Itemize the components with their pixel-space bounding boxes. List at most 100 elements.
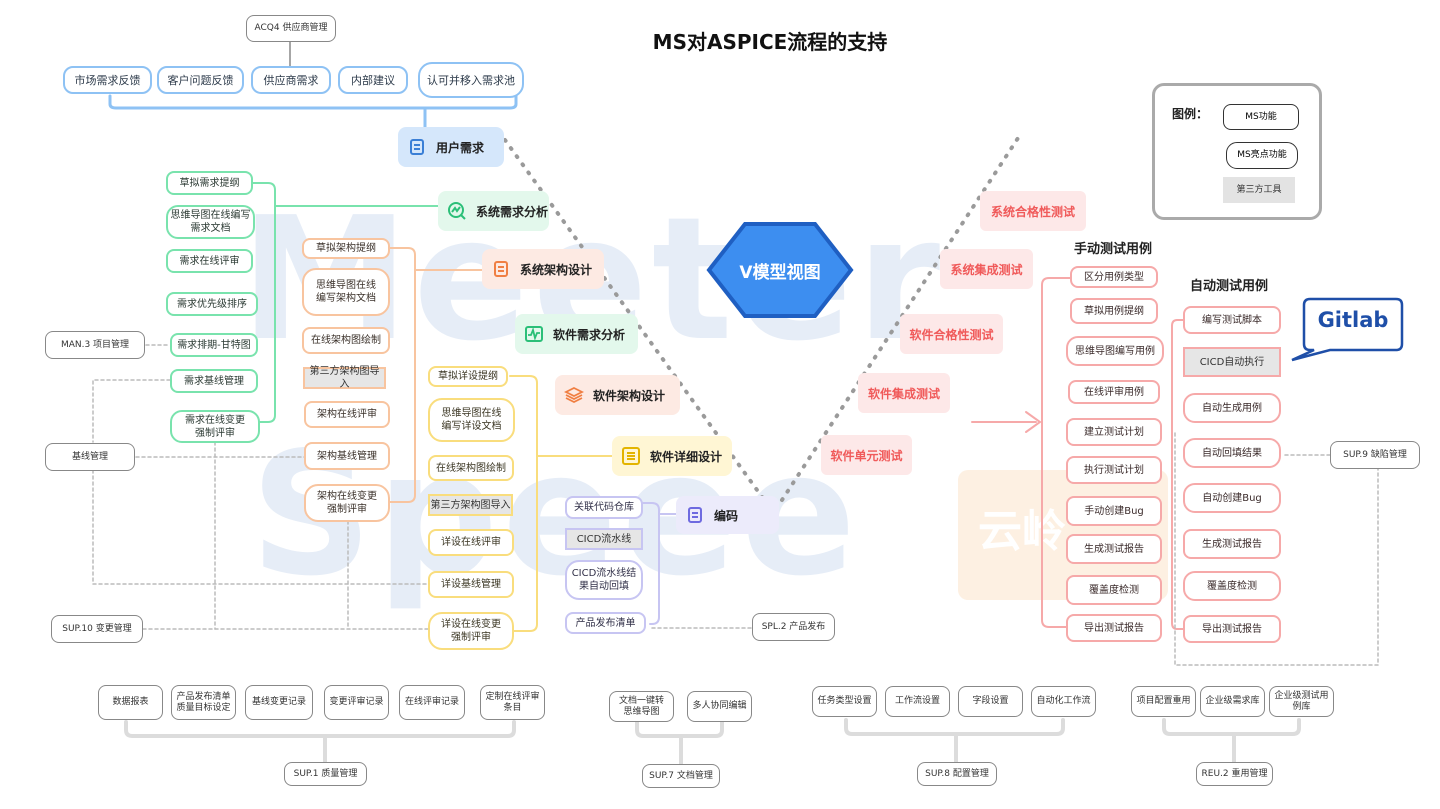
manual-item-9: 覆盖度检测 — [1066, 575, 1162, 605]
yellow-item-4: 第三方架构图导入 — [428, 494, 513, 516]
manual-item-8: 生成测试报告 — [1066, 534, 1162, 564]
sup8-item-4: 自动化工作流 — [1031, 686, 1096, 717]
green-item-3: 需求在线评审 — [166, 249, 253, 273]
sup7-label: SUP.7 文档管理 — [642, 764, 720, 788]
sup1-item-6: 定制在线评审 条目 — [480, 685, 545, 720]
reu2-item-3: 企业级测试用 例库 — [1269, 686, 1334, 717]
manual-test-header: 手动测试用例 — [1074, 242, 1153, 257]
auto-test-header: 自动测试用例 — [1190, 279, 1269, 294]
stage-software-detail-label: 软件详细设计 — [650, 449, 723, 464]
stage-system-requirement[interactable]: 系统需求分析 — [438, 191, 549, 231]
green-item-1: 草拟需求提纲 — [166, 171, 253, 195]
yellow-item-6: 详设基线管理 — [428, 571, 514, 598]
sup1-item-2: 产品发布清单 质量目标设定 — [171, 685, 236, 720]
auto-item-7: 覆盖度检测 — [1183, 571, 1281, 601]
source-market-feedback: 市场需求反馈 — [63, 66, 152, 94]
stage-user-requirement-label: 用户需求 — [436, 140, 485, 155]
gitlab-callout-shape — [1291, 297, 1404, 362]
page-title: MS对ASPICE流程的支持 — [652, 30, 888, 54]
manual-item-1: 区分用例类型 — [1070, 266, 1158, 288]
spl2-box: SPL.2 产品发布 — [752, 613, 835, 641]
reu2-label: REU.2 重用管理 — [1196, 762, 1273, 786]
list-icon — [620, 445, 642, 467]
sup1-item-4: 变更评审记录 — [324, 685, 389, 720]
document-icon — [406, 136, 428, 158]
manual-item-7: 手动创建Bug — [1066, 496, 1162, 526]
auto-item-6: 生成测试报告 — [1183, 529, 1281, 559]
stage-software-detail[interactable]: 软件详细设计 — [612, 436, 732, 476]
stage-software-architecture[interactable]: 软件架构设计 — [555, 375, 680, 415]
orange-item-7: 架构在线变更 强制评审 — [304, 484, 390, 522]
layers-icon — [563, 384, 585, 406]
purple-item-1: 关联代码仓库 — [565, 496, 643, 519]
yellow-item-5: 详设在线评审 — [428, 529, 514, 556]
sup10-box: SUP.10 变更管理 — [51, 615, 143, 643]
source-customer-issue: 客户问题反馈 — [157, 66, 244, 94]
auto-item-5: 自动创建Bug — [1183, 483, 1281, 513]
stage-coding-label: 编码 — [714, 508, 739, 523]
manual-item-5: 建立测试计划 — [1066, 418, 1162, 446]
baseline-box: 基线管理 — [45, 443, 135, 471]
manual-item-3: 思维导图编写用例 — [1066, 336, 1164, 366]
sup8-label: SUP.8 配置管理 — [917, 762, 997, 786]
auto-item-3: 自动生成用例 — [1183, 393, 1281, 423]
green-item-6: 需求基线管理 — [170, 369, 258, 393]
man3-box: MAN.3 项目管理 — [45, 331, 145, 359]
v-model-label: V模型视图 — [739, 263, 821, 283]
source-supplier-req: 供应商需求 — [251, 66, 331, 94]
stage-software-requirement-label: 软件需求分析 — [553, 327, 626, 342]
yellow-item-2: 思维导图在线 编写详设文档 — [428, 398, 515, 442]
auto-item-2: CICD自动执行 — [1183, 347, 1281, 377]
yellow-item-3: 在线架构图绘制 — [428, 455, 514, 481]
manual-item-10: 导出测试报告 — [1066, 614, 1162, 642]
green-item-2: 思维导图在线编写 需求文档 — [166, 205, 255, 239]
sup9-box: SUP.9 缺陷管理 — [1330, 441, 1420, 469]
pulse-icon — [523, 323, 545, 345]
manual-item-4: 在线评审用例 — [1068, 380, 1160, 404]
green-item-4: 需求优先级排序 — [166, 292, 258, 316]
purple-item-4: 产品发布清单 — [565, 612, 646, 634]
orange-item-2: 思维导图在线 编写架构文档 — [302, 268, 390, 316]
legend-third-party: 第三方工具 — [1223, 177, 1295, 203]
sup8-item-2: 工作流设置 — [885, 686, 950, 717]
sup7-item-2: 多人协同编辑 — [687, 691, 752, 722]
sup1-item-1: 数据报表 — [98, 685, 163, 720]
green-item-7: 需求在线变更 强制评审 — [170, 410, 260, 443]
manual-item-2: 草拟用例提纲 — [1070, 298, 1158, 324]
auto-item-4: 自动回填结果 — [1183, 438, 1281, 468]
stage-software-integration-test[interactable]: 软件集成测试 — [858, 373, 950, 413]
stage-system-integration-test[interactable]: 系统集成测试 — [940, 249, 1033, 289]
reu2-item-2: 企业级需求库 — [1200, 686, 1265, 717]
stage-software-unit-test[interactable]: 软件单元测试 — [821, 435, 912, 475]
sup8-item-3: 字段设置 — [958, 686, 1023, 717]
orange-item-1: 草拟架构提纲 — [302, 238, 390, 259]
stage-software-qualification-test[interactable]: 软件合格性测试 — [900, 314, 1003, 354]
purple-item-2: CICD流水线 — [565, 528, 643, 550]
stage-coding[interactable]: 编码 — [676, 496, 779, 534]
yellow-item-7: 详设在线变更 强制评审 — [428, 612, 514, 650]
reu2-item-1: 项目配置重用 — [1131, 686, 1196, 717]
stage-software-requirement[interactable]: 软件需求分析 — [515, 314, 638, 354]
sup1-item-5: 在线评审记录 — [399, 685, 465, 720]
source-accept-pool: 认可并移入需求池 — [418, 62, 524, 98]
gitlab-label: Gitlab — [1317, 308, 1389, 332]
document-icon — [684, 504, 706, 526]
stage-system-architecture[interactable]: 系统架构设计 — [482, 249, 604, 289]
v-model-hexagon — [706, 222, 854, 318]
sup1-label: SUP.1 质量管理 — [284, 762, 367, 786]
stage-system-qualification-test[interactable]: 系统合格性测试 — [980, 191, 1086, 231]
orange-item-5: 架构在线评审 — [304, 401, 390, 428]
watermark-right-text: 云岭 — [978, 506, 1066, 557]
orange-item-6: 架构基线管理 — [304, 442, 390, 470]
stage-user-requirement[interactable]: 用户需求 — [398, 127, 504, 167]
legend-ms-feature: MS功能 — [1223, 104, 1299, 130]
stage-system-architecture-label: 系统架构设计 — [520, 262, 593, 277]
sup7-item-1: 文档一键转 思维导图 — [609, 691, 674, 722]
auto-item-1: 编写测试脚本 — [1183, 306, 1281, 334]
analysis-icon — [446, 200, 468, 222]
source-internal: 内部建议 — [338, 66, 408, 94]
document-icon — [490, 258, 512, 280]
purple-item-3: CICD流水线结 果自动回填 — [565, 560, 643, 600]
orange-item-4: 第三方架构图导入 — [303, 366, 386, 390]
